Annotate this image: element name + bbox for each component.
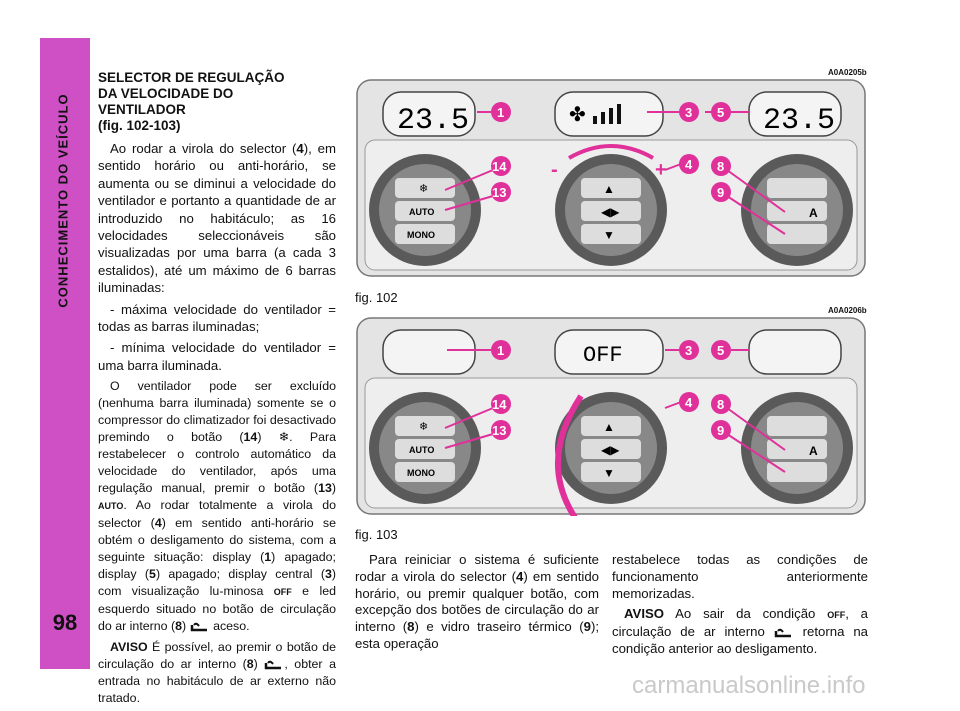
svg-text:9: 9 — [717, 185, 724, 200]
svg-text:❄: ❄ — [419, 421, 428, 433]
svg-text:4: 4 — [685, 395, 693, 410]
svg-text:14: 14 — [492, 159, 507, 174]
svg-text:❄: ❄ — [419, 183, 428, 195]
svg-text:-: - — [551, 159, 558, 181]
svg-text:◀▶: ◀▶ — [601, 205, 620, 219]
recirculation-icon — [774, 628, 791, 637]
svg-text:1: 1 — [497, 105, 504, 120]
svg-text:MONO: MONO — [407, 468, 435, 478]
text-column-right: restabelece todas as condições de funcio… — [612, 552, 868, 662]
svg-text:13: 13 — [492, 423, 506, 438]
paragraph: Para reiniciar o sistema é suficiente ro… — [355, 552, 599, 651]
sidebar-band — [40, 38, 90, 669]
paragraph: - máxima velocidade do ventilador = toda… — [98, 301, 336, 335]
paragraph: AVISO Ao sair da condição OFF, a circula… — [612, 606, 869, 656]
svg-text:13: 13 — [492, 185, 506, 200]
svg-text:▼: ▼ — [603, 228, 615, 242]
svg-text:4: 4 — [685, 157, 693, 172]
figure-102-panel: 23.5 ✤ 23.5 ❄ AUTO MONO ▲ ◀▶ ▼ A - + 1 3 5… — [356, 79, 866, 277]
section-heading: SELECTOR DE REGULAÇÃO DA VELOCIDADE DO V… — [98, 70, 285, 133]
svg-text:▲: ▲ — [603, 420, 615, 434]
svg-text:9: 9 — [717, 423, 724, 438]
fan-icon: ✤ — [569, 104, 586, 126]
recirculation-icon — [265, 660, 282, 670]
svg-text:AUTO: AUTO — [409, 207, 434, 217]
svg-text:5: 5 — [717, 105, 724, 120]
svg-text:◀▶: ◀▶ — [601, 443, 620, 457]
paragraph: Ao rodar a virola do selector (4), em se… — [98, 141, 337, 296]
svg-text:8: 8 — [717, 397, 724, 412]
watermark: carmanualsonline.info — [632, 672, 866, 699]
temp-display-right: 23.5 — [763, 104, 835, 138]
svg-text:MONO: MONO — [407, 230, 435, 240]
svg-text:14: 14 — [492, 397, 507, 412]
svg-text:AUTO: AUTO — [409, 445, 434, 455]
text-column-left: SELECTOR DE REGULAÇÃO DA VELOCIDADE DO V… — [98, 70, 336, 711]
figure-code: A0A0205b — [828, 68, 867, 77]
paragraph: O ventilador pode ser excluído (nenhuma … — [98, 379, 336, 634]
figure-caption: fig. 102 — [355, 290, 398, 305]
svg-text:1: 1 — [497, 343, 504, 358]
svg-text:+: + — [655, 159, 667, 181]
svg-text:8: 8 — [717, 159, 724, 174]
svg-text:3: 3 — [685, 105, 692, 120]
paragraph: restabelece todas as condições de funcio… — [612, 552, 868, 601]
display-off: OFF — [583, 343, 623, 368]
svg-text:▲: ▲ — [603, 182, 615, 196]
figure-103-panel: OFF ❄ AUTO MONO ▲ ◀▶ ▼ A 1 3 5 14 13 4 8 9 — [356, 317, 866, 516]
svg-text:A: A — [809, 206, 818, 220]
page-number: 98 — [52, 610, 78, 635]
section-title: CONHECIMENTO DO VEÍCULO — [55, 92, 71, 308]
svg-text:▼: ▼ — [603, 466, 615, 480]
svg-text:3: 3 — [685, 343, 692, 358]
paragraph: - mínima velocidade do ventilador = uma … — [98, 340, 336, 373]
svg-text:5: 5 — [717, 343, 724, 358]
figure-caption: fig. 103 — [355, 527, 398, 542]
temp-display-left: 23.5 — [397, 104, 469, 138]
svg-text:A: A — [809, 444, 818, 458]
figure-code: A0A0206b — [828, 306, 867, 315]
text-column-middle: Para reiniciar o sistema é suficiente ro… — [355, 552, 599, 653]
recirculation-icon — [190, 622, 207, 632]
paragraph: AVISO É possível, ao premir o botão de c… — [98, 640, 336, 706]
